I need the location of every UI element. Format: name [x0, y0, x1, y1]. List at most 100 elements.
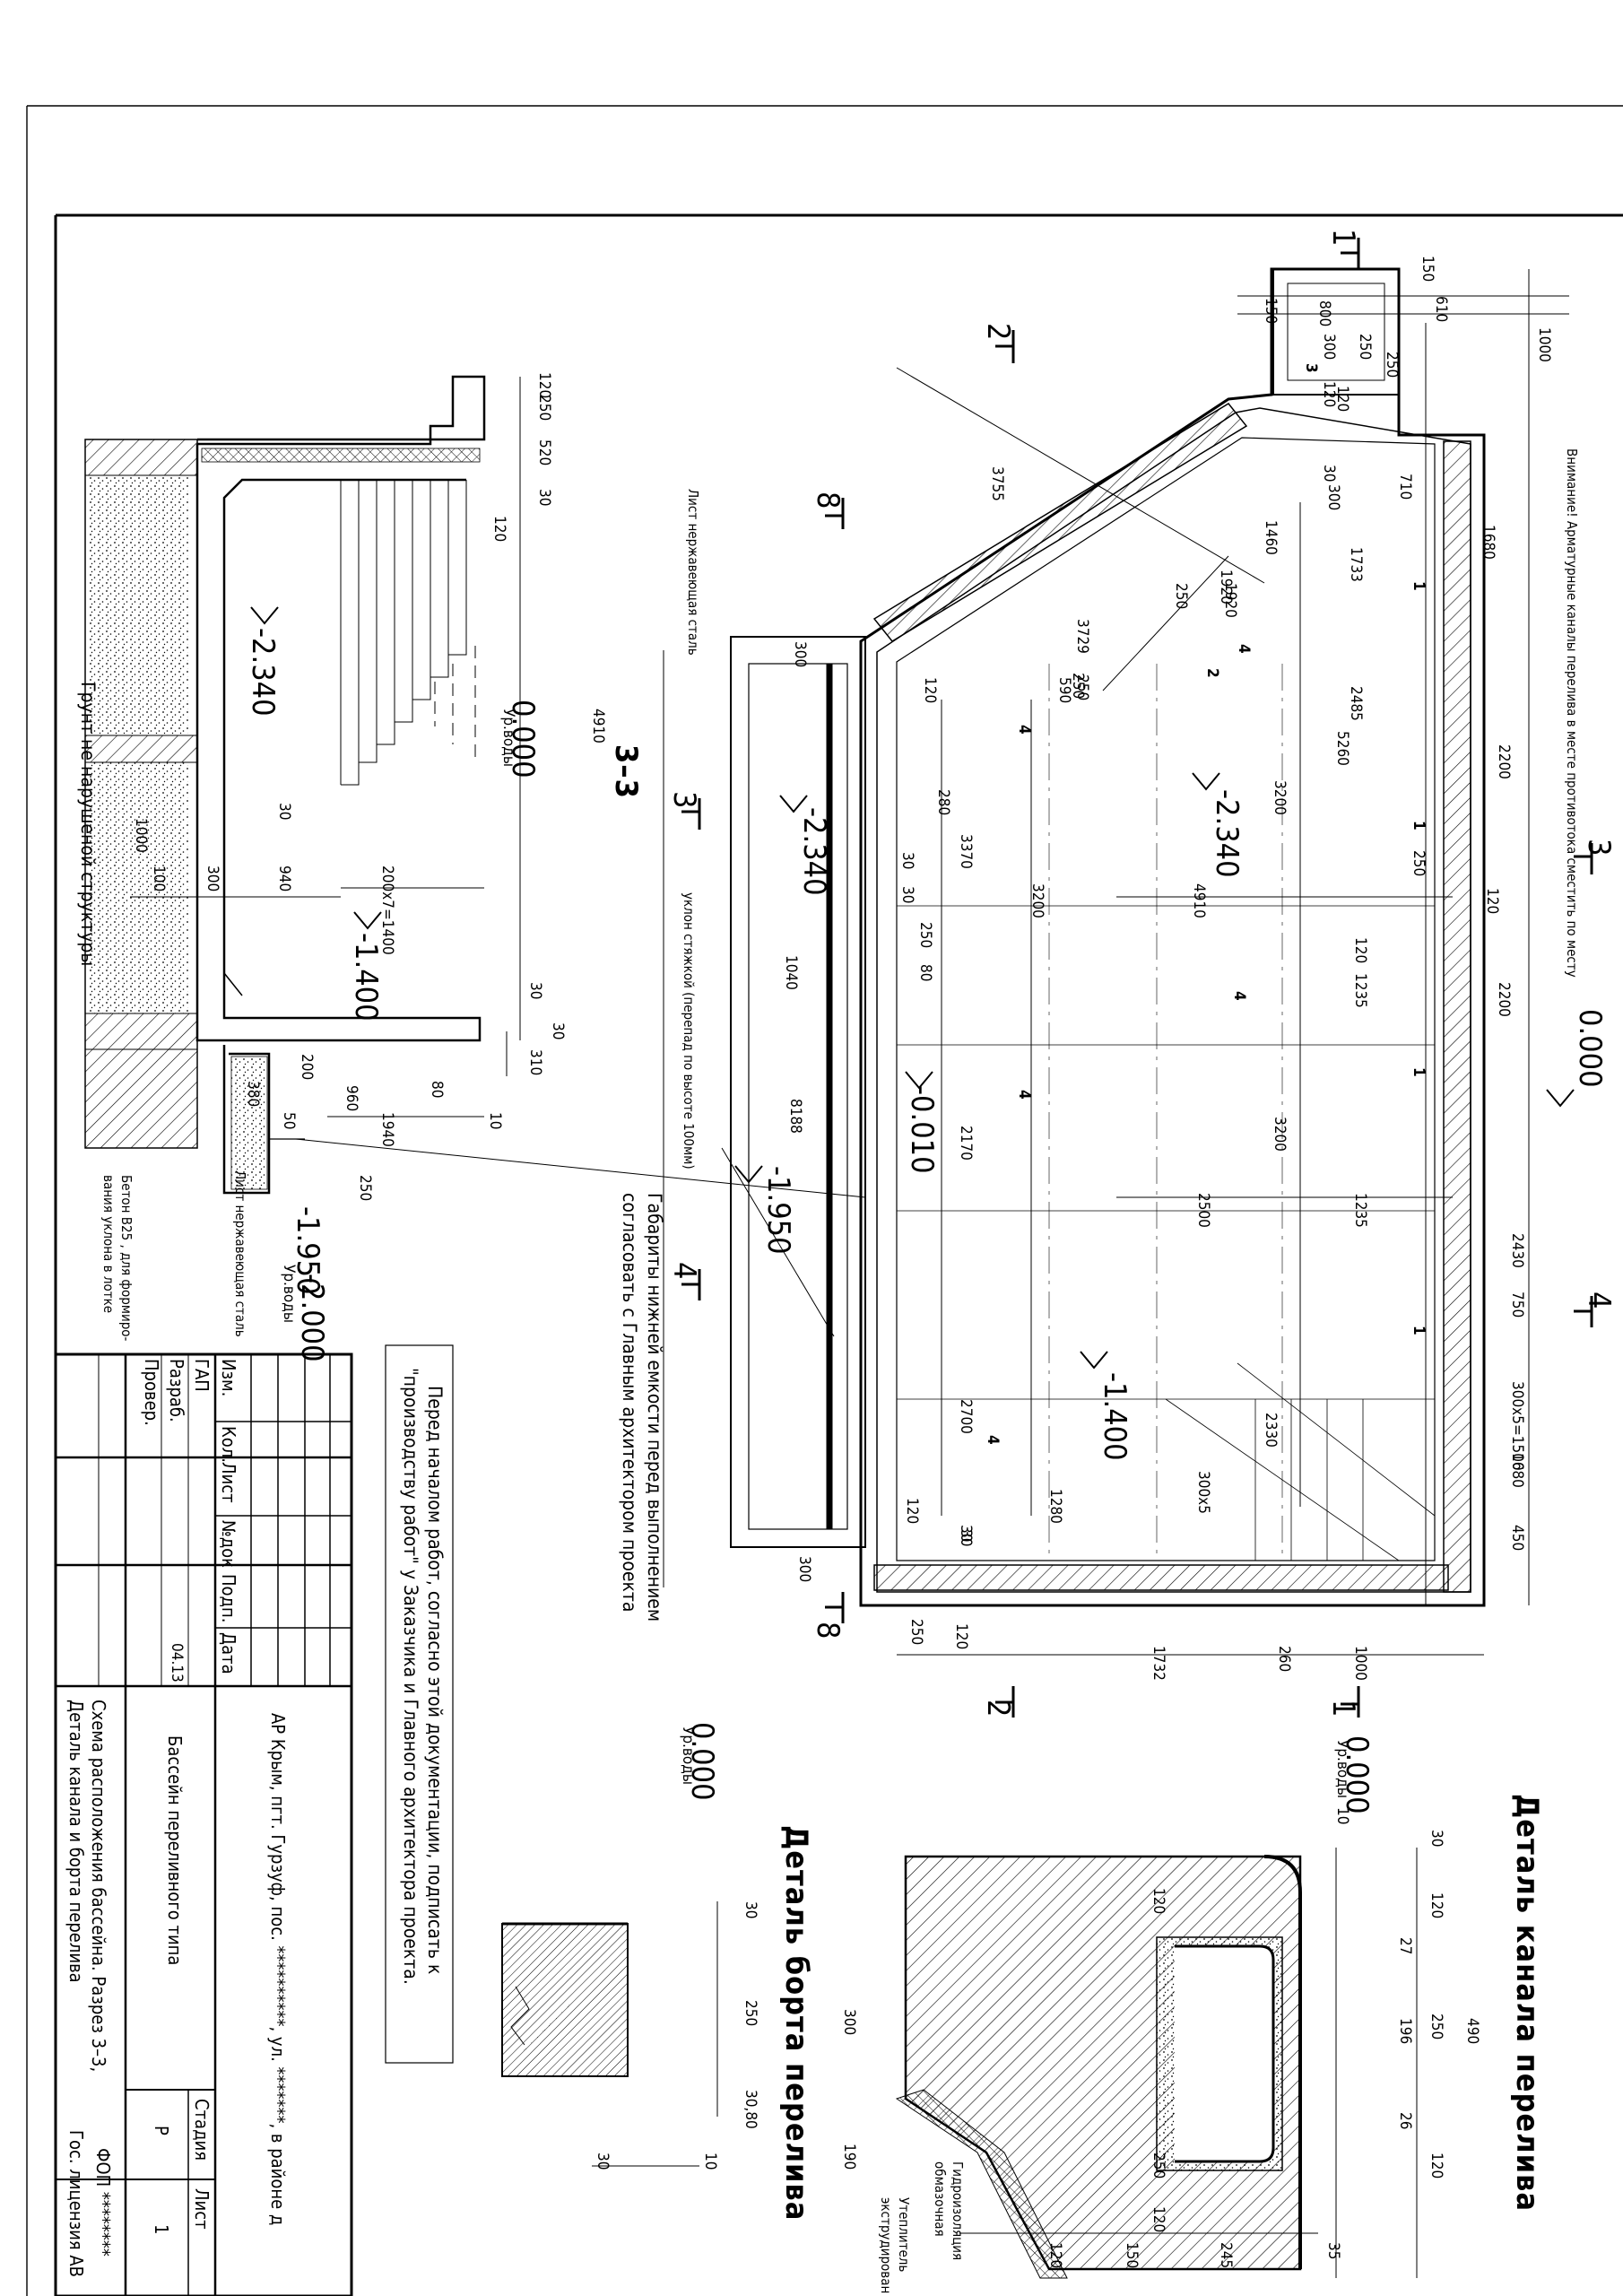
note-warning-2: "производству работ" у Заказчика и Главн…	[400, 1368, 421, 1985]
dim: 120	[921, 677, 939, 704]
dim: 1460	[1262, 520, 1280, 555]
detail-board	[501, 1901, 718, 2167]
dim: 940	[275, 865, 293, 892]
dim: 800	[1315, 300, 1333, 327]
warning-frame	[385, 1344, 454, 2064]
tb-role-razrab: Разраб.	[166, 1359, 187, 1422]
note-hydro-2: обмазочная	[932, 2161, 948, 2237]
section-label-1a: 1	[1325, 229, 1361, 247]
dim: 1000	[1351, 1646, 1369, 1681]
tb-col-podp: Подп.	[218, 1574, 239, 1623]
dim: 250	[916, 922, 934, 949]
dim: 310	[526, 1049, 544, 1076]
level-tank-water: -2.000	[294, 1274, 330, 1362]
pool-plan	[295, 267, 1569, 1656]
dim: 30	[1428, 1830, 1445, 1848]
tb-stage: Р	[151, 2126, 172, 2135]
tb-address: АР Крым, пгт. Гурзуф, пос. **********, у…	[267, 1713, 289, 2226]
dim: 30,80	[742, 2090, 759, 2129]
callout-4a: 4	[1235, 644, 1253, 654]
tb-company: ФОП ********	[92, 2148, 114, 2257]
dim: 750	[1508, 1292, 1526, 1318]
dim: 120	[903, 1498, 921, 1525]
section-label-8b: 8	[810, 1622, 846, 1639]
dim: 450	[1508, 1525, 1526, 1552]
dim: 150	[1262, 298, 1280, 325]
level-water-label: Ур.воды	[499, 709, 517, 767]
dim: 2170	[957, 1126, 975, 1161]
dim: 1280	[1046, 1489, 1064, 1524]
dim: 250	[356, 1175, 374, 1202]
dim: 5260	[1333, 731, 1351, 766]
section-cut-markers	[681, 238, 1593, 1718]
dim: 150	[1123, 2242, 1141, 2269]
note-insul-2: экструдирован	[878, 2197, 894, 2294]
section-label-4b: 4	[1581, 1292, 1617, 1309]
callout-4d: 4	[1015, 1090, 1033, 1100]
dim: 2430	[1508, 1233, 1526, 1268]
section-label-2b: 2	[980, 1700, 1016, 1718]
dim: 300	[1320, 334, 1338, 361]
dim: 150	[1419, 256, 1436, 283]
tb-role-prover: Провер.	[141, 1359, 162, 1426]
dim: 250	[1172, 583, 1190, 610]
dim: 1680	[1480, 525, 1497, 560]
dim: 2700	[957, 1399, 975, 1434]
tb-col-data: Дата	[218, 1632, 239, 1674]
tb-date: 04.13	[168, 1643, 186, 1683]
dim: 1940	[378, 1112, 396, 1147]
dim: 120	[1150, 2206, 1167, 2233]
plan-level-deep: -1.950	[760, 1166, 796, 1255]
tb-stage-label: Стадия	[191, 2099, 213, 2161]
plan-level-top: 0.000	[1572, 1009, 1608, 1088]
tb-sheet-no: 1	[151, 2224, 172, 2235]
note-concrete-1: Бетон В25 , для формиро-	[118, 1175, 135, 1342]
dim: 30	[742, 1901, 759, 1919]
note-soil: Грунт не нарушеной структуры	[77, 682, 99, 967]
dim: 4910	[589, 709, 607, 744]
dim: 300	[791, 641, 809, 668]
tb-sheet-label: Лист	[191, 2188, 213, 2230]
dim: 10	[1333, 1807, 1351, 1825]
dim: 250	[907, 1619, 925, 1646]
dim: 610	[1432, 296, 1450, 323]
dim: 3200	[1028, 883, 1046, 918]
tb-col-izm: Изм.	[218, 1359, 239, 1397]
dim: 200	[298, 1054, 316, 1081]
dim: 2500	[1194, 1193, 1212, 1228]
dim: 3729	[1073, 619, 1091, 654]
dim: 3200	[1271, 780, 1289, 815]
dim: 250	[1073, 674, 1091, 701]
dim: 1680	[1508, 1453, 1526, 1488]
callout-1c: 1	[1410, 1326, 1428, 1335]
section-label-8a: 8	[810, 491, 846, 509]
note-tank-1: Габариты нижней емкости перед выполнение…	[644, 1193, 665, 1622]
dim: 1000	[1535, 327, 1553, 362]
dim: 380	[244, 1081, 262, 1108]
level-markers	[250, 606, 1575, 1370]
section-label-3b: 3	[1581, 839, 1617, 857]
dim: 30	[898, 886, 916, 904]
dim: 30	[535, 489, 553, 507]
callout-2: 2	[1203, 668, 1221, 678]
dim: 590	[1055, 677, 1073, 704]
tb-license: Гос. лицензия АВ	[65, 2130, 87, 2278]
dim: 1235	[1351, 1193, 1369, 1228]
note-warning-1: Перед началом работ, согласно этой докум…	[424, 1386, 446, 1975]
dim: 120	[535, 372, 553, 399]
dim: 80	[916, 964, 934, 982]
dim: 30	[1320, 465, 1338, 483]
dim: 100	[150, 865, 168, 892]
callout-4b: 4	[1015, 725, 1033, 735]
sheet-frame	[26, 105, 1623, 2296]
dim: 120	[1046, 2242, 1064, 2269]
dim: 30	[549, 1022, 567, 1040]
plan-level-shallow: -0.010	[904, 1085, 940, 1174]
dim: 1733	[1347, 547, 1365, 582]
section-label-1b: 1	[1325, 1700, 1361, 1718]
dim: 120	[1483, 888, 1501, 915]
plan-level-b: -1.400	[1097, 1372, 1133, 1461]
dim: 3370	[957, 834, 975, 869]
detail-channel	[895, 1848, 1418, 2279]
dim: 250	[1356, 334, 1374, 361]
